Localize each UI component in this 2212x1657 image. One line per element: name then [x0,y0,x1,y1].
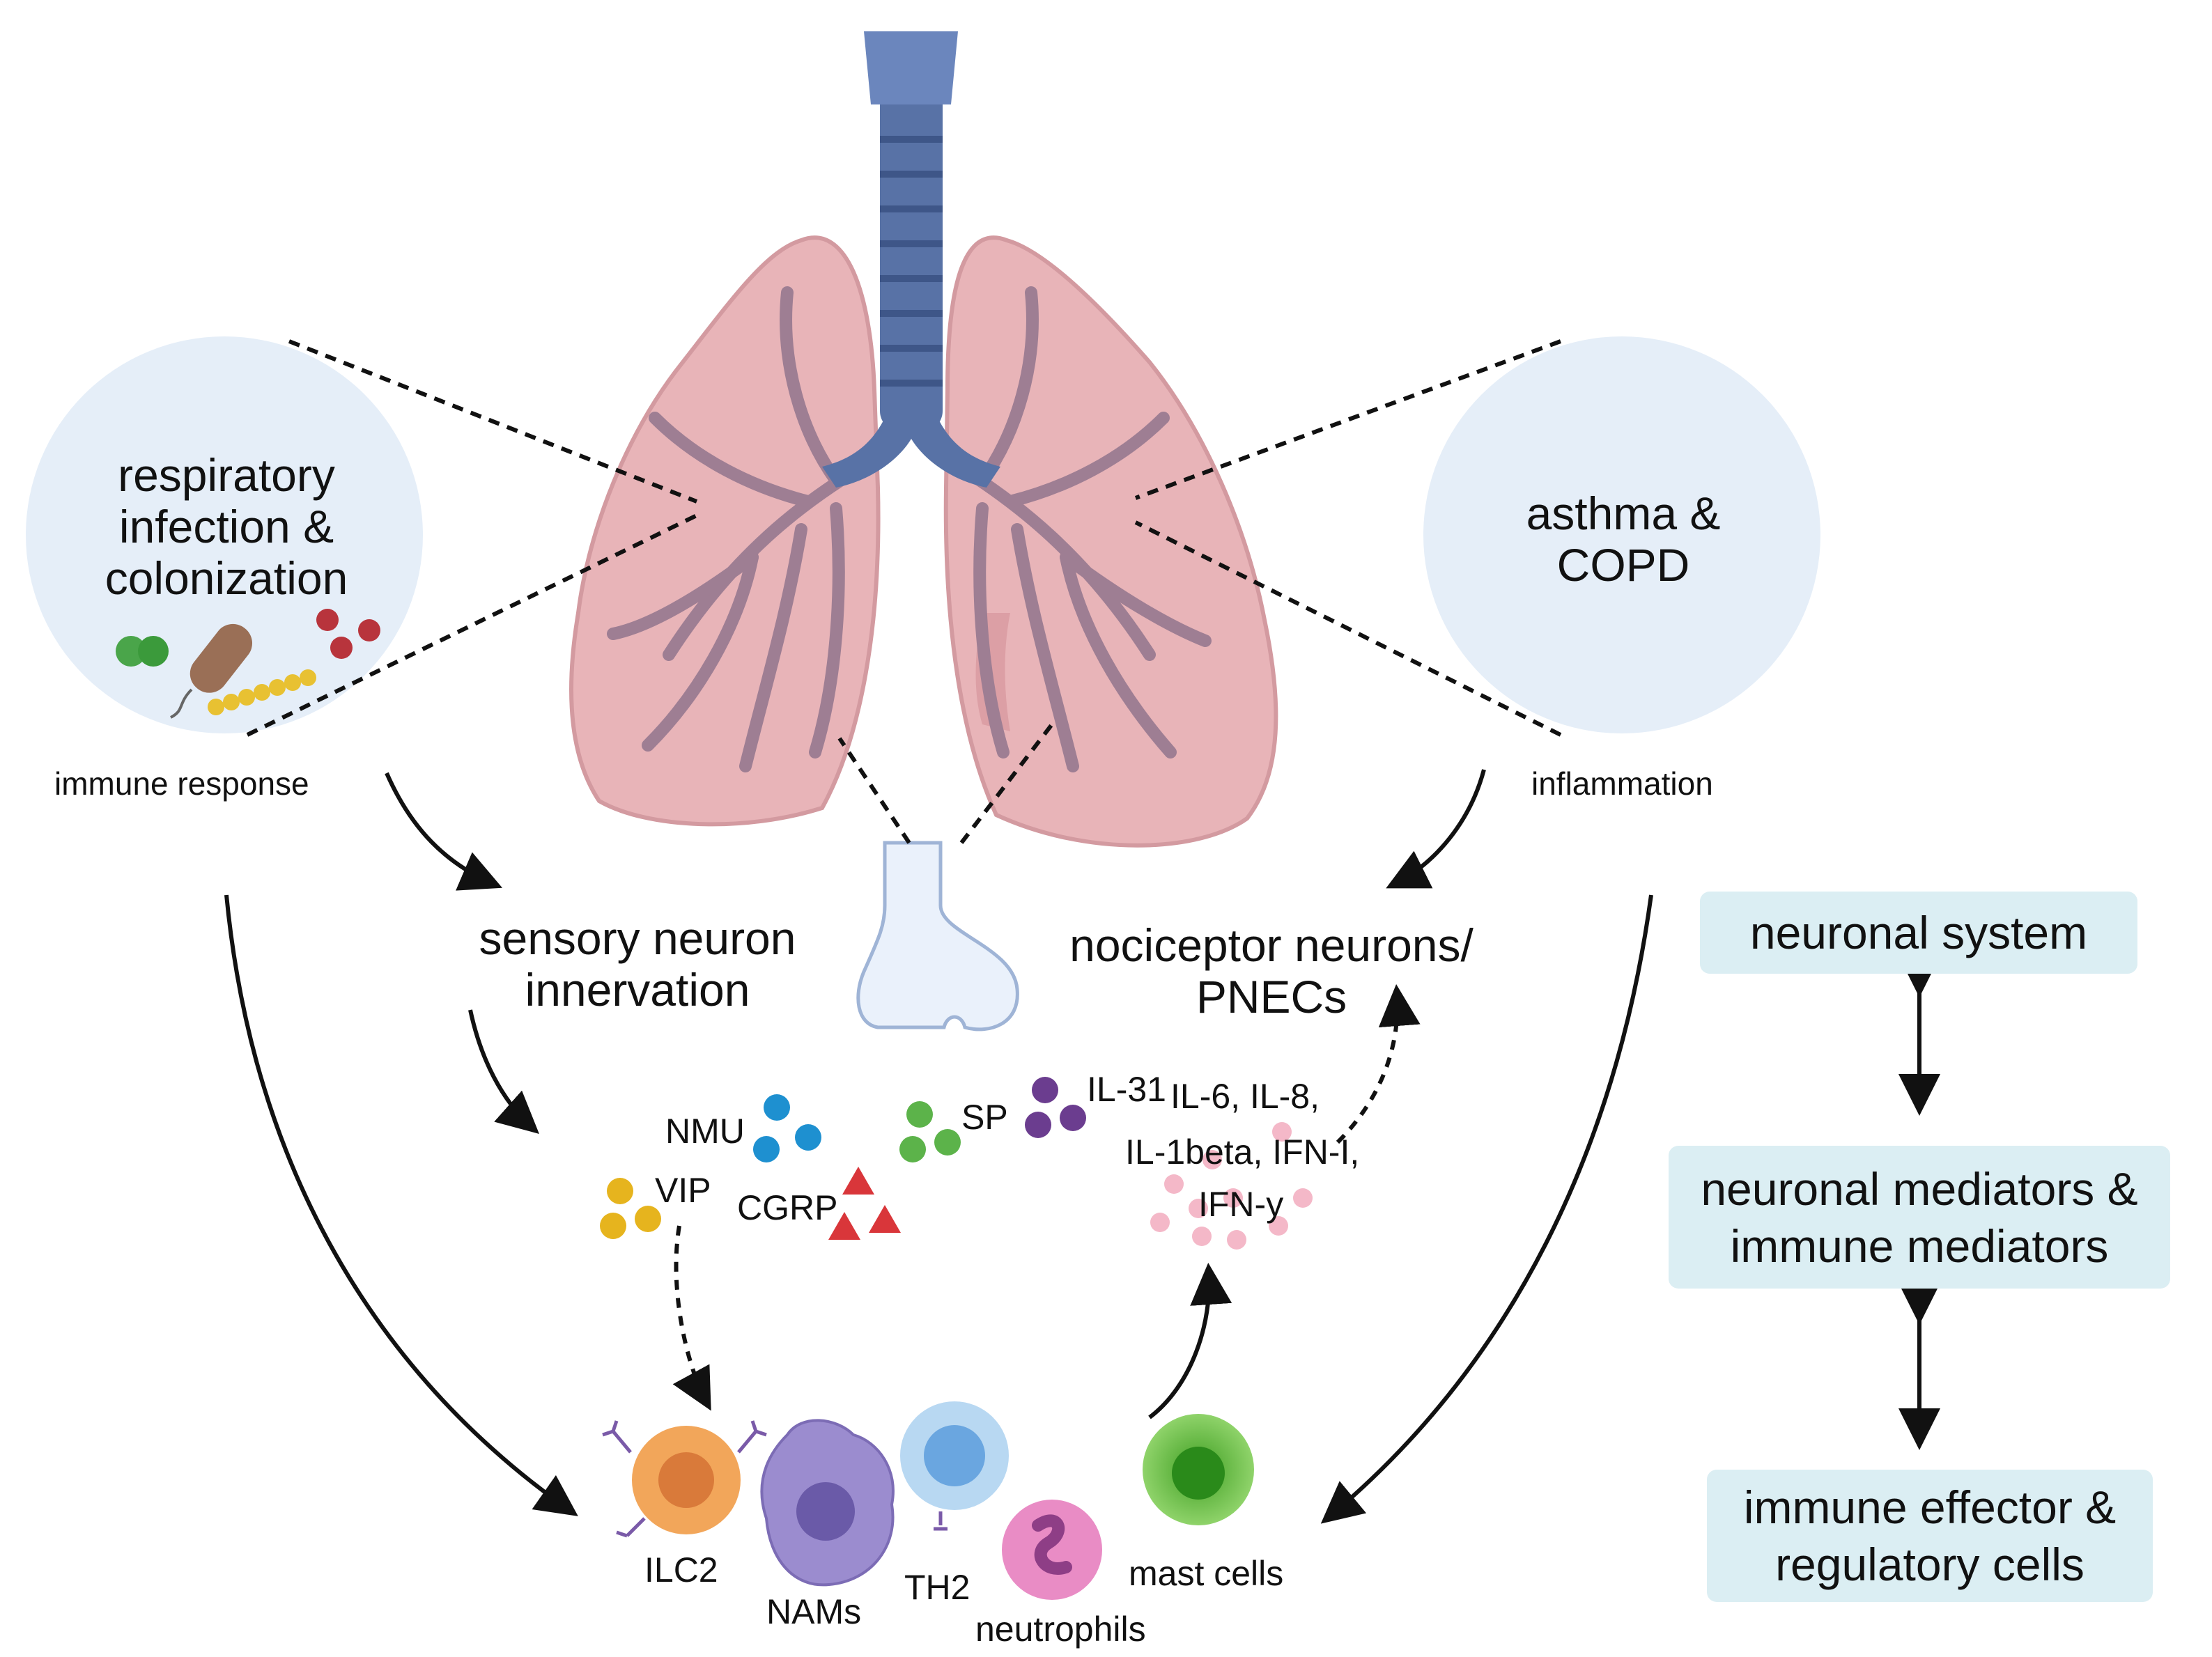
cgrp-label: CGRP [737,1188,838,1227]
mast-cells-label: mast cells [1129,1554,1284,1593]
microbes-icon [116,609,380,719]
asthma-circle [1423,336,1820,733]
vip-label: VIP [655,1171,711,1210]
neutrophil-cell [1002,1500,1102,1600]
th2-cell [900,1401,1009,1531]
infection-circle [26,336,423,733]
flow-arrows [224,769,1940,1524]
right-lung [943,235,1278,848]
immune-response-label: immune response [54,765,309,802]
nams-label: NAMs [766,1592,862,1631]
inflammation-label: inflammation [1531,765,1713,802]
nams-cell [760,1419,895,1587]
ilc2-label: ILC2 [644,1550,718,1589]
legend-mediators: neuronal mediators & immune mediators [1701,1162,2138,1272]
th2-label: TH2 [904,1568,970,1607]
alveolus-flask [856,841,1019,1032]
cytokine-dots [1150,1122,1313,1250]
legend-box-neuronal [1700,892,2137,974]
sp-molecules [899,1101,961,1162]
legend-effector-cells: immune effector & regulatory cells [1743,1481,2117,1590]
vip-molecules [600,1178,661,1239]
sensory-neuron-label: sensory neuron innervation [479,912,796,1016]
cgrp-triangles [828,1167,901,1240]
ilc2-cell [602,1420,767,1538]
lungs-illustration [569,31,1278,1032]
mast-cell [1143,1414,1254,1525]
cytokines-line3: IFN-y [1198,1185,1284,1224]
infection-label: respiratory infection & colonization [105,449,348,604]
legend-box-mediators [1669,1146,2170,1289]
asthma-label: asthma & COPD [1526,488,1721,591]
legend-box-effectors [1707,1470,2153,1602]
nmu-label: NMU [665,1112,745,1151]
il31-label: IL-31 [1087,1070,1166,1109]
legend-neuronal-system: neuronal system [1749,907,2088,958]
il31-molecules [1025,1077,1086,1138]
zoom-lines [246,339,1562,844]
neutrophils-label: neutrophils [975,1610,1146,1649]
sp-label: SP [961,1098,1008,1137]
nociceptor-label: nociceptor neurons/ PNECs [1069,919,1474,1022]
nmu-molecules [753,1094,821,1162]
cytokines-line1: IL-6, IL-8, [1170,1077,1320,1116]
cytokines-line2: IL-1beta, IFN-I, [1125,1133,1360,1172]
